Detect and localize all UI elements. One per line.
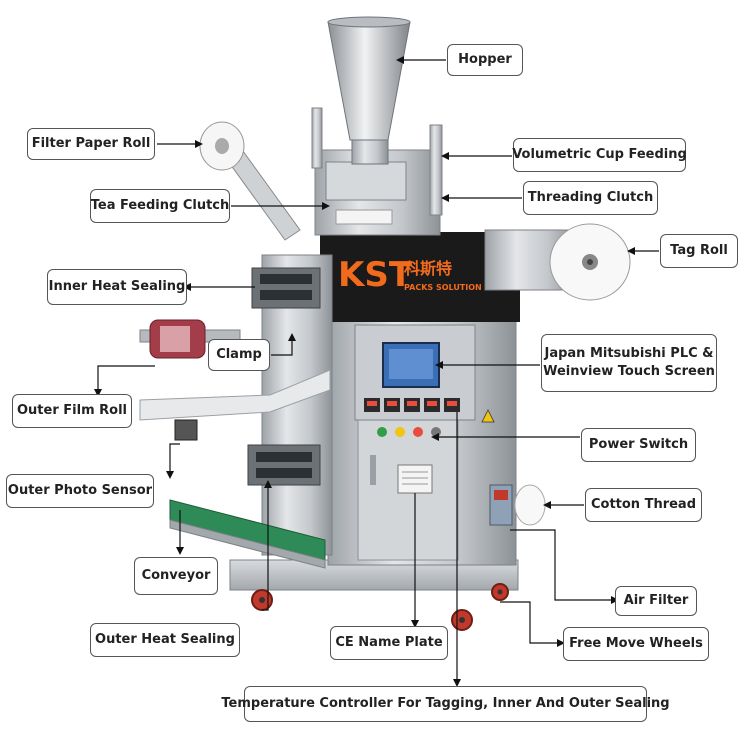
label-conveyor: Conveyor xyxy=(134,557,218,595)
warning-sign xyxy=(481,409,495,423)
label-volumetric-cup-feeding: Volumetric Cup Feeding xyxy=(512,138,687,172)
label-tea-feeding-clutch: Tea Feeding Clutch xyxy=(90,189,230,223)
label-power-switch: Power Switch xyxy=(581,428,696,462)
outer-film-path xyxy=(139,369,331,421)
label-plc-line2: Weinview Touch Screen xyxy=(543,364,715,379)
outer-photo-sensor-shape xyxy=(174,419,198,441)
label-temperature-controller: Temperature Controller For Tagging, Inne… xyxy=(221,686,670,722)
label-inner-heat-sealing: Inner Heat Sealing xyxy=(47,269,187,305)
callout-outer-photo-sensor xyxy=(169,443,180,474)
cotton-thread-shape xyxy=(514,484,546,526)
callout-clamp xyxy=(271,338,293,356)
logo-chinese: 科斯特 xyxy=(404,259,452,278)
logo-text: KST xyxy=(338,255,413,295)
machine-illustration: KST 科斯特 PACKS SOLUTION xyxy=(139,16,631,631)
label-hopper: Hopper xyxy=(447,44,523,76)
door-handle xyxy=(370,455,376,485)
dosing-box xyxy=(325,161,407,201)
callout-free-move-wheels xyxy=(500,601,560,644)
label-plc: Japan Mitsubishi PLC & Weinview Touch Sc… xyxy=(541,334,717,392)
label-tag-roll: Tag Roll xyxy=(660,234,738,268)
label-outer-heat-sealing: Outer Heat Sealing xyxy=(90,623,240,657)
callout-outer-heat-sealing xyxy=(262,485,269,611)
wheels xyxy=(251,583,509,631)
label-threading-clutch: Threading Clutch xyxy=(523,181,658,215)
label-free-move-wheels: Free Move Wheels xyxy=(563,627,709,661)
label-cotton-thread: Cotton Thread xyxy=(585,488,702,522)
temperature-controllers xyxy=(364,398,460,412)
label-outer-photo-sensor: Outer Photo Sensor xyxy=(6,474,154,508)
label-clamp: Clamp xyxy=(208,339,270,371)
ce-name-plate-shape xyxy=(397,464,433,494)
label-air-filter: Air Filter xyxy=(615,586,697,616)
label-filter-paper-roll: Filter Paper Roll xyxy=(27,128,155,160)
label-outer-film-roll: Outer Film Roll xyxy=(12,394,132,428)
label-plc-line1: Japan Mitsubishi PLC & xyxy=(544,346,714,362)
label-ce-name-plate: CE Name Plate xyxy=(330,626,448,660)
callout-air-filter xyxy=(510,529,614,601)
brand-logo: KST 科斯特 PACKS SOLUTION xyxy=(338,255,482,295)
callout-lines xyxy=(94,56,659,687)
callout-outer-film-roll xyxy=(97,365,155,392)
hopper-shape xyxy=(327,21,411,141)
power-switch-buttons xyxy=(377,427,441,437)
logo-tagline: PACKS SOLUTION xyxy=(404,283,482,292)
outer-heat-sealer xyxy=(247,444,321,486)
